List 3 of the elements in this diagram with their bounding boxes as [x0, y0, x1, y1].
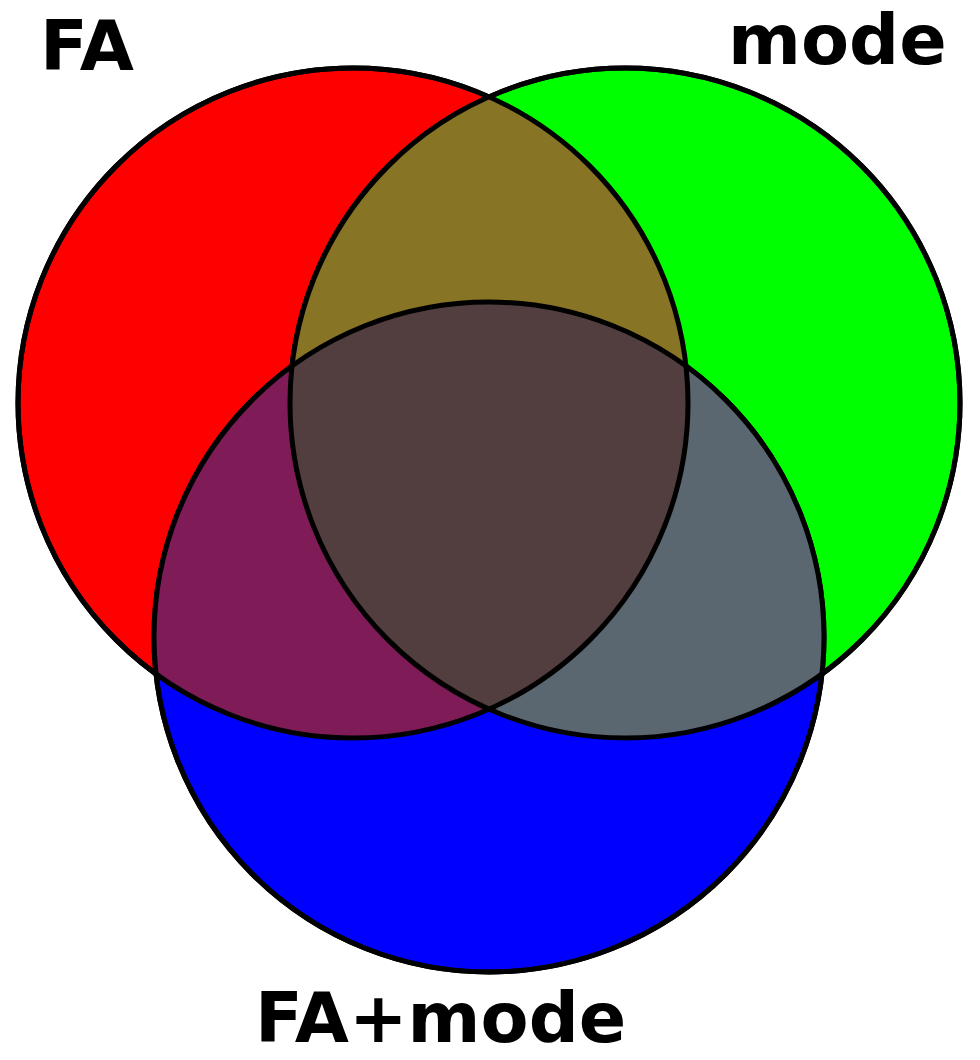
set-label: FA [40, 8, 134, 84]
set-label: FA+mode [255, 980, 627, 1056]
set-label: mode [728, 2, 947, 78]
